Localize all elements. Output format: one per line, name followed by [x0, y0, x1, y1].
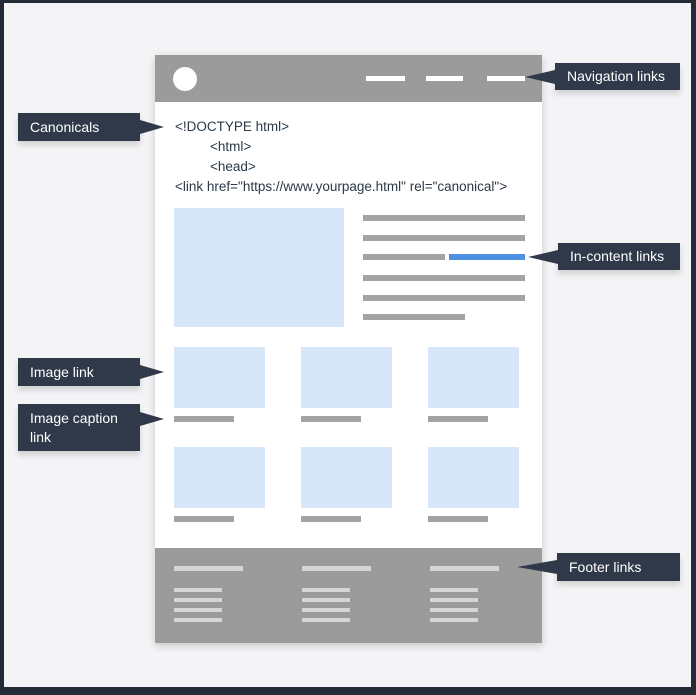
footer-link-placeholder — [174, 618, 222, 622]
callout-navigation-links-label: Navigation links — [567, 68, 666, 85]
footer-link-placeholder — [302, 618, 350, 622]
text-line-placeholder — [363, 275, 525, 281]
footer-link-placeholder — [302, 588, 350, 592]
callout-image-caption-link-label: Image caption link — [30, 409, 118, 445]
image-placeholder — [301, 347, 392, 408]
footer-link-placeholder — [430, 618, 478, 622]
footer-heading-placeholder — [430, 566, 499, 571]
callout-navigation-links: Navigation links — [555, 63, 680, 90]
callout-pointer-left-icon — [528, 250, 558, 264]
footer-link-placeholder — [430, 588, 478, 592]
footer-link-placeholder — [174, 598, 222, 602]
image-placeholder — [301, 447, 392, 508]
footer-heading-placeholder — [302, 566, 371, 571]
callout-pointer-right-icon — [140, 365, 164, 379]
image-caption-placeholder — [174, 416, 234, 422]
image-placeholder — [174, 447, 265, 508]
text-line-placeholder — [363, 235, 525, 241]
code-line-html: <html> — [210, 139, 252, 154]
image-placeholder — [428, 447, 519, 508]
code-line-head: <head> — [210, 159, 256, 174]
callout-pointer-left-icon — [525, 70, 555, 84]
text-line-placeholder — [363, 295, 525, 301]
footer-link-placeholder — [174, 588, 222, 592]
footer-heading-placeholder — [174, 566, 243, 571]
text-line-placeholder — [363, 254, 445, 260]
image-caption-placeholder — [301, 516, 361, 522]
nav-link-placeholder — [426, 76, 463, 81]
page-footer-bar — [155, 548, 542, 643]
in-content-link-placeholder — [449, 254, 525, 260]
callout-in-content-links: In-content links — [558, 243, 680, 270]
hero-image-placeholder — [174, 208, 344, 327]
image-caption-placeholder — [428, 416, 488, 422]
callout-pointer-right-icon — [140, 120, 164, 134]
footer-link-placeholder — [302, 598, 350, 602]
logo-placeholder — [173, 67, 197, 91]
code-line-doctype: <!DOCTYPE html> — [175, 119, 290, 134]
footer-link-placeholder — [430, 598, 478, 602]
image-placeholder — [428, 347, 519, 408]
code-line-canonical: <link href="https://www.yourpage.html" r… — [175, 179, 508, 194]
image-placeholder — [174, 347, 265, 408]
callout-footer-links: Footer links — [557, 553, 680, 581]
footer-link-placeholder — [174, 608, 222, 612]
footer-link-placeholder — [302, 608, 350, 612]
image-caption-placeholder — [301, 416, 361, 422]
callout-image-link-label: Image link — [30, 363, 94, 380]
callout-canonicals-label: Canonicals — [30, 118, 100, 135]
footer-column — [302, 548, 382, 643]
callout-image-link: Image link — [18, 358, 140, 386]
wireframe-page: <!DOCTYPE html> <html> <head> <link href… — [155, 55, 542, 643]
callout-footer-links-label: Footer links — [569, 558, 642, 575]
footer-column — [430, 548, 510, 643]
text-line-placeholder — [363, 314, 465, 320]
nav-link-placeholder — [487, 76, 525, 81]
text-line-placeholder — [363, 215, 525, 221]
callout-pointer-left-icon — [517, 560, 557, 574]
image-caption-placeholder — [174, 516, 234, 522]
page-header-bar — [155, 55, 542, 102]
footer-column — [174, 548, 254, 643]
callout-pointer-right-icon — [140, 412, 164, 426]
callout-in-content-links-label: In-content links — [570, 248, 665, 265]
footer-link-placeholder — [430, 608, 478, 612]
callout-image-caption-link: Image caption link — [18, 404, 140, 451]
nav-link-placeholder — [366, 76, 405, 81]
callout-canonicals: Canonicals — [18, 113, 140, 141]
image-caption-placeholder — [428, 516, 488, 522]
